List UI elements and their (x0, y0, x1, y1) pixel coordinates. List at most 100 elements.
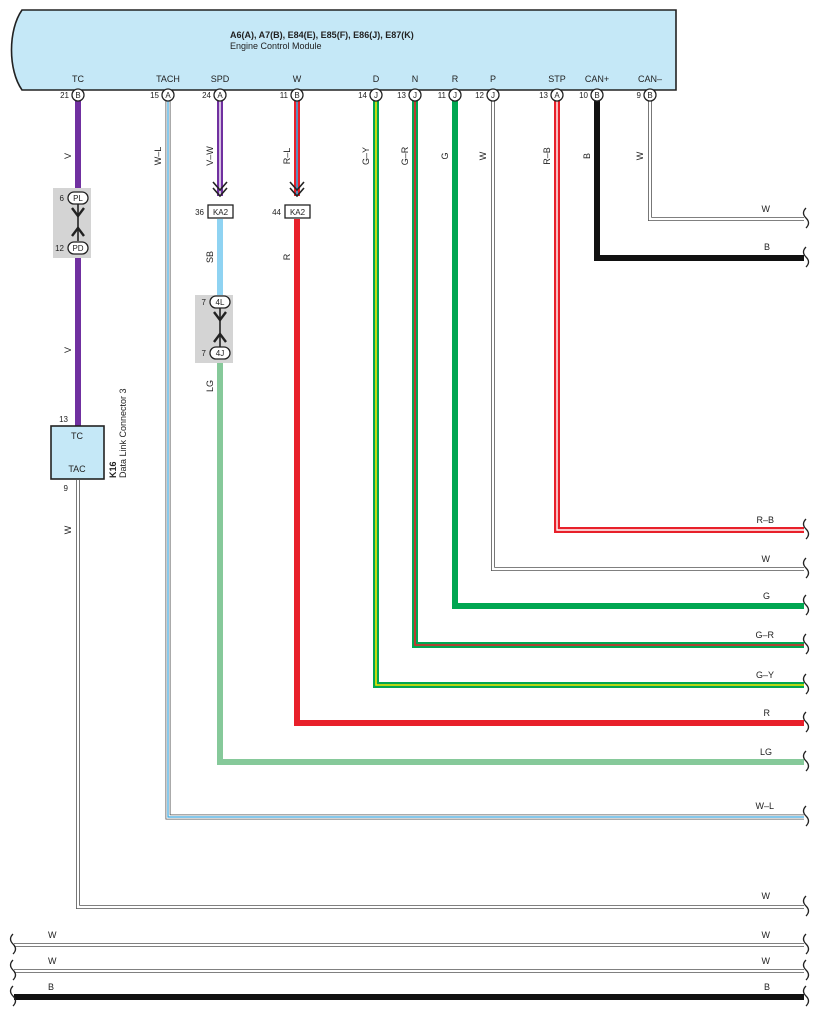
pin-p: J 12 (475, 88, 500, 102)
pin-n-num: 13 (397, 91, 406, 100)
connector-ka2-w-pin: 44 (272, 208, 281, 217)
wire-stp-rb-stripe (556, 101, 804, 531)
wire-w-r (294, 219, 804, 726)
right-label-w: R (764, 708, 771, 718)
terminal-name-tc: TC (72, 74, 84, 84)
k16-name: Data Link Connector 3 (118, 388, 128, 478)
k16-tc-label: TC (71, 431, 83, 441)
continuation-breaks (9, 207, 810, 1007)
right-label-tach: W–L (755, 801, 774, 811)
wire-k16-tac-w (76, 480, 804, 909)
pin-can-plus-num: 10 (579, 91, 588, 100)
code-can-plus: B (582, 153, 592, 159)
bottom-bus-labels: W W W W B B (48, 930, 771, 992)
connector-4l-name: 4L (216, 298, 225, 307)
break-right-bus3 (802, 985, 810, 1007)
right-label-k16: W (762, 891, 771, 901)
wire-k16-tac-w-core (76, 480, 804, 909)
connector-ka2-spd-pin: 36 (195, 208, 204, 217)
ecm-subtitle: Engine Control Module (230, 41, 322, 51)
terminal-name-spd: SPD (211, 74, 230, 84)
terminal-name-d: D (373, 74, 380, 84)
terminal-name-tach: TACH (156, 74, 180, 84)
k16-code: K16 (108, 461, 118, 478)
pin-stp-conn: A (554, 91, 560, 100)
chevron-down-icon (289, 181, 305, 198)
pin-r-conn: J (453, 91, 457, 100)
wire-can-plus-b (594, 101, 804, 261)
ecm-box (10, 9, 677, 91)
bus-left-label-1: W (48, 930, 57, 940)
right-label-can-minus: W (762, 204, 771, 214)
pin-p-conn: J (491, 91, 495, 100)
terminal-name-r: R (452, 74, 459, 84)
pin-w-conn: B (294, 91, 299, 100)
k16-tac-pin: 9 (64, 484, 69, 493)
break-right-b1 (802, 246, 810, 268)
break-right-g (802, 594, 810, 616)
pin-tc-num: 21 (60, 91, 69, 100)
code-tc-lower: V (63, 347, 73, 353)
terminal-name-stp: STP (548, 74, 566, 84)
break-left-bus1 (9, 933, 17, 955)
right-label-p: W (762, 554, 771, 564)
break-right-gr (802, 633, 810, 655)
break-right-gy (802, 673, 810, 695)
code-k16-out: W (63, 525, 73, 534)
connector-ka2-w: KA2 44 (272, 181, 311, 219)
ecm-terminal-names: TC TACH SPD W D N R P STP CAN+ CAN– (72, 74, 662, 84)
pin-d: J 14 (358, 88, 383, 102)
break-right-bus2 (802, 959, 810, 981)
k16-box (50, 425, 105, 480)
k16-data-link-connector: TC TAC 13 9 K16 Data Link Connector 3 (50, 388, 128, 493)
bus-left-label-2: W (48, 956, 57, 966)
pin-d-conn: J (374, 91, 378, 100)
code-r: G (440, 152, 450, 159)
pin-can-minus-num: 9 (637, 91, 642, 100)
right-label-n: G–R (755, 630, 774, 640)
code-tach: W–L (153, 147, 163, 166)
connector-ka2-spd: KA2 36 (195, 181, 234, 219)
wire-tach-wl-core (166, 101, 804, 819)
bus-left-label-3: B (48, 982, 54, 992)
pin-n: J 13 (397, 88, 422, 102)
pin-d-num: 14 (358, 91, 367, 100)
code-n: G–R (400, 146, 410, 165)
terminal-name-w: W (293, 74, 302, 84)
wire-spd-lg (217, 360, 804, 765)
break-right-rb (802, 518, 810, 540)
chevron-down-icon (212, 181, 228, 198)
connector-pl-pin: 6 (60, 194, 65, 203)
right-label-stp: R–B (756, 515, 774, 525)
pin-stp: A 13 (539, 88, 564, 102)
wire-tach-wl (165, 101, 804, 820)
pin-spd-conn: A (217, 91, 223, 100)
ecm-module: A6(A), A7(B), E84(E), E85(F), E86(J), E8… (10, 9, 677, 91)
break-right-bus1 (802, 933, 810, 955)
break-right-wl (802, 805, 810, 827)
code-spd: V–W (205, 146, 215, 166)
connector-4j-pin: 7 (202, 349, 207, 358)
pin-tach: A 15 (150, 88, 175, 102)
bus-right-label-3: B (764, 982, 770, 992)
pin-tach-conn: A (165, 91, 171, 100)
pin-p-num: 12 (475, 91, 484, 100)
wire-n-gr (412, 101, 804, 648)
pin-spd: A 24 (202, 88, 227, 102)
arrow-down-icon (71, 207, 85, 218)
break-left-bus3 (9, 985, 17, 1007)
pin-r-num: 11 (438, 91, 447, 100)
right-label-r: G (763, 591, 770, 601)
code-spd-lg: LG (205, 380, 215, 392)
connector-4j-name: 4J (216, 349, 224, 358)
arrow-down-icon (213, 311, 227, 322)
arrow-up-icon (71, 226, 85, 237)
right-label-can-plus: B (764, 242, 770, 252)
connector-4l-4j: 4L 7 4J 7 (195, 295, 233, 363)
ecm-title: A6(A), A7(B), E84(E), E85(F), E86(J), E8… (230, 30, 414, 40)
bus-right-label-1: W (762, 930, 771, 940)
pin-r: J 11 (438, 88, 462, 102)
pin-can-plus: B 10 (579, 88, 604, 102)
code-spd-sb: SB (205, 251, 215, 263)
